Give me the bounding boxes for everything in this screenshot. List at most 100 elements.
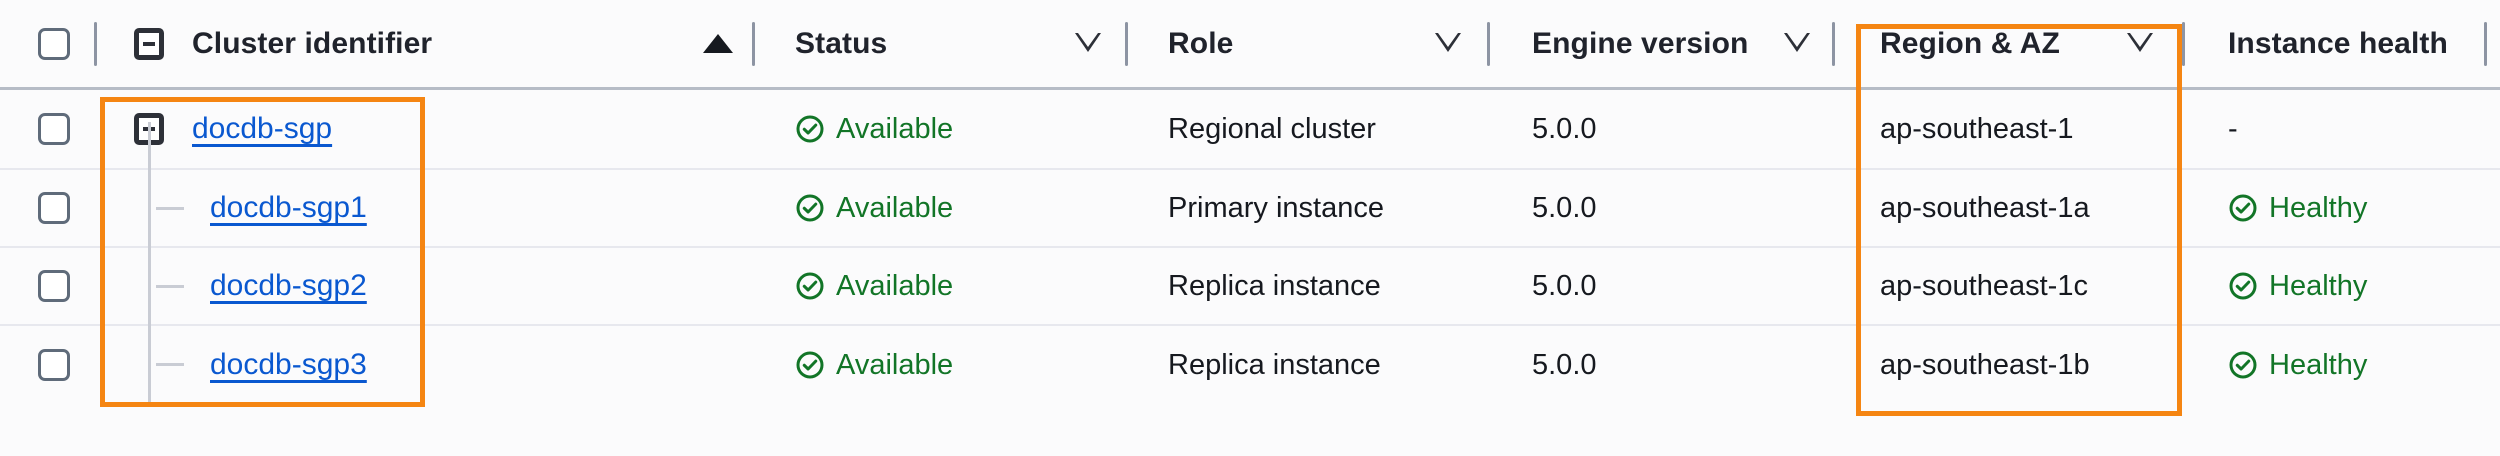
engine-version-filter-icon[interactable] [1777, 0, 1817, 87]
table-row[interactable]: docdb-sgp1 Available Primary instance 5.… [0, 170, 2500, 248]
sort-descending-triangle-icon [1075, 32, 1101, 55]
status-label: Available [836, 191, 954, 224]
column-header-role[interactable]: Role [1168, 0, 1468, 87]
status-label: Available [836, 348, 954, 381]
column-header-region-az[interactable]: Region & AZ [1880, 0, 2210, 87]
cell-cluster-identifier[interactable]: docdb-sgp3 [134, 326, 424, 404]
role-value: Primary instance [1168, 191, 1384, 224]
cell-cluster-identifier[interactable]: docdb-sgp2 [134, 248, 424, 324]
select-all-checkbox[interactable] [38, 27, 70, 60]
table-row[interactable]: docdb-sgp Available Regional cluster 5.0… [0, 90, 2500, 170]
column-divider [94, 22, 97, 66]
region-az-value: ap-southeast-1a [1880, 191, 2090, 224]
cell-role: Primary instance [1168, 170, 1468, 246]
row-select-checkbox-cell[interactable] [24, 170, 84, 246]
cell-role: Replica instance [1168, 248, 1468, 324]
instance-link[interactable]: docdb-sgp1 [210, 191, 367, 224]
sort-descending-triangle-icon [2127, 32, 2153, 55]
row-checkbox[interactable] [38, 270, 70, 302]
cell-instance-health: Healthy [2228, 326, 2500, 404]
row-select-checkbox-cell[interactable] [24, 90, 84, 168]
row-checkbox[interactable] [38, 192, 70, 224]
sort-ascending-icon[interactable] [698, 0, 738, 87]
cell-region-az: ap-southeast-1 [1880, 90, 2180, 168]
column-header-status[interactable]: Status [795, 0, 1095, 87]
tree-branch-line [156, 207, 184, 210]
column-divider [1125, 22, 1128, 66]
sort-descending-triangle-icon [1784, 32, 1810, 55]
sort-ascending-triangle-icon [703, 34, 733, 53]
tree-branch-line [156, 285, 184, 288]
table-row[interactable]: docdb-sgp2 Available Replica instance 5.… [0, 248, 2500, 326]
cell-engine-version: 5.0.0 [1532, 90, 1832, 168]
engine-version-value: 5.0.0 [1532, 348, 1597, 381]
column-header-label: Status [795, 26, 888, 60]
cell-status: Available [795, 248, 1085, 324]
cell-cluster-identifier[interactable]: docdb-sgp [134, 90, 424, 168]
region-az-value: ap-southeast-1b [1880, 348, 2090, 381]
collapse-all-minus-icon[interactable] [134, 27, 164, 60]
column-header-instance-health[interactable]: Instance health [2228, 0, 2500, 87]
select-all-checkbox-cell[interactable] [24, 0, 84, 87]
cell-status: Available [795, 90, 1085, 168]
column-header-cluster-identifier[interactable]: Cluster identifier [134, 0, 734, 87]
region-az-filter-icon[interactable] [2120, 0, 2160, 87]
instance-health-badge: Healthy [2228, 349, 2367, 382]
cell-instance-health: Healthy [2228, 248, 2500, 324]
sort-descending-triangle-icon [1435, 32, 1461, 55]
instance-health-badge: Healthy [2228, 192, 2367, 225]
engine-version-value: 5.0.0 [1532, 269, 1597, 302]
cell-instance-health: - [2228, 90, 2500, 168]
instance-link[interactable]: docdb-sgp3 [210, 348, 367, 381]
column-header-label: Role [1168, 26, 1234, 60]
table-row[interactable]: docdb-sgp3 Available Replica instance 5.… [0, 326, 2500, 404]
column-divider [1832, 22, 1835, 66]
instance-health-badge: Healthy [2228, 270, 2367, 303]
engine-version-value: 5.0.0 [1532, 112, 1597, 145]
column-header-label: Region & AZ [1880, 26, 2060, 60]
status-label: Available [836, 269, 954, 302]
status-filter-icon[interactable] [1068, 0, 1108, 87]
tree-branch-line [156, 363, 184, 366]
instance-health-label: Healthy [2269, 269, 2368, 302]
column-header-label: Instance health [2228, 26, 2448, 60]
role-value: Replica instance [1168, 348, 1381, 381]
health-check-circle-icon [2229, 272, 2257, 300]
cell-engine-version: 5.0.0 [1532, 248, 1832, 324]
status-badge: Available [795, 192, 953, 225]
role-value: Replica instance [1168, 269, 1381, 302]
table-header-row: Cluster identifier Status Role Engine ve… [0, 0, 2500, 90]
cell-engine-version: 5.0.0 [1532, 170, 1832, 246]
status-badge: Available [795, 270, 953, 303]
region-az-value: ap-southeast-1 [1880, 112, 2074, 145]
instance-health-label: Healthy [2269, 191, 2368, 224]
row-select-checkbox-cell[interactable] [24, 248, 84, 324]
cluster-link[interactable]: docdb-sgp [192, 112, 333, 145]
cell-region-az: ap-southeast-1c [1880, 248, 2180, 324]
status-label: Available [836, 112, 954, 145]
column-header-engine-version[interactable]: Engine version [1532, 0, 1862, 87]
cell-region-az: ap-southeast-1a [1880, 170, 2180, 246]
cell-status: Available [795, 326, 1085, 404]
status-check-circle-icon [796, 115, 824, 143]
status-check-circle-icon [796, 194, 824, 222]
status-check-circle-icon [796, 272, 824, 300]
column-divider [2182, 22, 2185, 66]
status-badge: Available [795, 113, 953, 146]
role-filter-icon[interactable] [1428, 0, 1468, 87]
row-checkbox[interactable] [38, 349, 70, 381]
column-divider [2484, 22, 2487, 66]
cell-role: Regional cluster [1168, 90, 1468, 168]
cell-instance-health: Healthy [2228, 170, 2500, 246]
instance-health-label: Healthy [2269, 348, 2368, 381]
cell-cluster-identifier[interactable]: docdb-sgp1 [134, 170, 424, 246]
instance-link[interactable]: docdb-sgp2 [210, 269, 367, 302]
cell-engine-version: 5.0.0 [1532, 326, 1832, 404]
region-az-value: ap-southeast-1c [1880, 269, 2088, 302]
row-select-checkbox-cell[interactable] [24, 326, 84, 404]
row-checkbox[interactable] [38, 113, 70, 145]
tree-trunk-line [148, 122, 151, 407]
instance-health-value: - [2228, 112, 2238, 145]
column-divider [752, 22, 755, 66]
